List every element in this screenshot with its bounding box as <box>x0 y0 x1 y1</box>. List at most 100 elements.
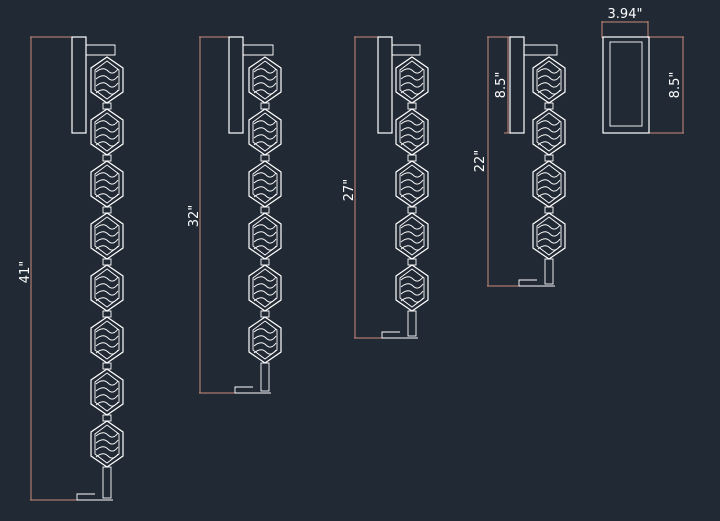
wave-pattern <box>400 82 424 88</box>
wave-pattern <box>400 238 424 244</box>
wave-pattern <box>95 127 119 133</box>
wave-pattern <box>253 238 277 244</box>
wave-pattern <box>253 290 277 296</box>
segment-inner-outline <box>252 216 278 256</box>
wave-pattern <box>95 276 119 282</box>
wave-pattern <box>400 120 424 126</box>
crystal-segment <box>532 160 566 214</box>
wave-pattern <box>400 276 424 282</box>
segment-inner-outline <box>399 60 425 100</box>
wave-pattern <box>400 141 424 147</box>
bottom-end-cap <box>381 331 418 339</box>
wave-pattern <box>537 68 561 74</box>
crystal-segment <box>90 420 124 499</box>
segment-connector <box>102 102 112 110</box>
wave-pattern <box>537 82 561 88</box>
wave-pattern <box>253 127 277 133</box>
mounting-arm <box>243 44 274 56</box>
wave-pattern <box>253 283 277 289</box>
segment-connector <box>102 258 112 266</box>
crystal-segment <box>90 108 124 162</box>
segment-connector <box>544 102 554 110</box>
wave-pattern <box>95 432 119 438</box>
crystal-segment <box>395 264 429 337</box>
segment-inner-outline <box>94 164 120 204</box>
wave-pattern <box>253 224 277 230</box>
wave-pattern <box>253 134 277 140</box>
wave-pattern <box>537 134 561 140</box>
wave-pattern <box>95 238 119 244</box>
crystal-segment <box>248 160 282 214</box>
fixture-32-inch <box>199 36 282 394</box>
end-connector <box>407 310 417 337</box>
backplate-width-label: 3.94" <box>608 7 643 22</box>
wave-pattern <box>253 349 277 355</box>
wave-pattern <box>537 224 561 230</box>
segment-connector <box>407 154 417 162</box>
crystal-segment <box>90 56 124 110</box>
segment-outline <box>248 56 282 104</box>
wave-pattern <box>95 335 119 341</box>
wave-pattern <box>95 186 119 192</box>
segment-inner-outline <box>536 60 562 100</box>
wave-pattern <box>400 297 424 303</box>
height-label-41: 41" <box>18 261 33 284</box>
wave-pattern <box>95 245 119 251</box>
bottom-end-cap <box>234 386 271 394</box>
wave-pattern <box>400 193 424 199</box>
segment-outline <box>532 212 566 260</box>
wave-pattern <box>253 82 277 88</box>
segment-outline <box>395 212 429 260</box>
wave-pattern <box>253 245 277 251</box>
segment-outline <box>395 160 429 208</box>
wave-pattern <box>95 290 119 296</box>
segment-inner-outline <box>252 320 278 360</box>
segment-outline <box>532 108 566 156</box>
crystal-segment <box>532 108 566 162</box>
segment-connector <box>260 206 270 214</box>
height-label-32: 32" <box>187 205 202 228</box>
segment-outline <box>532 56 566 104</box>
wave-pattern <box>400 127 424 133</box>
segment-outline <box>395 108 429 156</box>
segment-connector <box>260 102 270 110</box>
segment-inner-outline <box>399 268 425 308</box>
segment-outline <box>90 368 124 416</box>
wave-pattern <box>95 439 119 445</box>
wave-pattern <box>537 231 561 237</box>
wave-pattern <box>95 141 119 147</box>
wave-pattern <box>253 89 277 95</box>
backplate-inner <box>609 41 643 127</box>
wave-pattern <box>95 68 119 74</box>
wave-pattern <box>95 224 119 230</box>
wave-pattern <box>400 68 424 74</box>
wave-pattern <box>537 141 561 147</box>
end-connector <box>260 362 270 392</box>
mounting-arm <box>524 44 558 56</box>
wave-pattern <box>537 245 561 251</box>
wave-pattern <box>253 141 277 147</box>
segment-connector <box>260 154 270 162</box>
segment-connector <box>102 206 112 214</box>
wave-pattern <box>95 172 119 178</box>
segment-outline <box>90 56 124 104</box>
segment-inner-outline <box>536 164 562 204</box>
segment-outline <box>90 316 124 364</box>
wave-pattern <box>253 172 277 178</box>
segment-inner-outline <box>94 60 120 100</box>
segment-inner-outline <box>94 320 120 360</box>
segment-inner-outline <box>94 424 120 464</box>
segment-inner-outline <box>536 216 562 256</box>
wave-pattern <box>95 134 119 140</box>
wave-pattern <box>95 75 119 81</box>
segment-connector <box>102 154 112 162</box>
segment-inner-outline <box>94 112 120 152</box>
wave-pattern <box>537 238 561 244</box>
wave-pattern <box>95 387 119 393</box>
wave-pattern <box>253 179 277 185</box>
wave-pattern <box>95 394 119 400</box>
segment-inner-outline <box>399 164 425 204</box>
wave-pattern <box>95 283 119 289</box>
wave-pattern <box>537 179 561 185</box>
